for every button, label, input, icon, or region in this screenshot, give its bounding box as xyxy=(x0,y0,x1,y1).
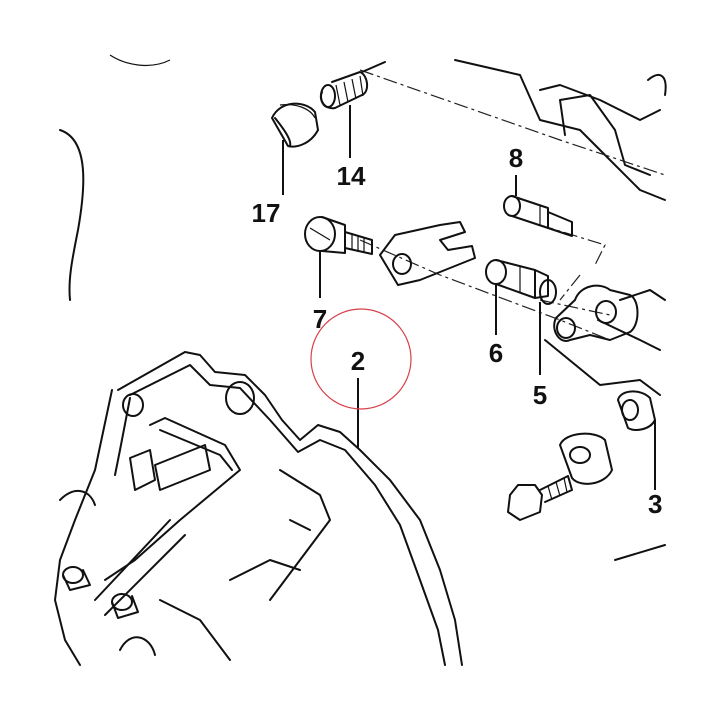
fork-lever xyxy=(379,221,476,286)
spacer-sleeve xyxy=(559,432,613,485)
callout-14[interactable]: 14 xyxy=(337,161,366,191)
part-3-bushing xyxy=(617,390,656,431)
part-2-gasket-cover xyxy=(54,351,463,666)
part-17-cap xyxy=(271,102,319,148)
housing-outline xyxy=(59,54,171,301)
part-8-pin xyxy=(503,195,573,237)
part-5-oring xyxy=(539,279,557,305)
callout-6[interactable]: 6 xyxy=(489,338,503,368)
callout-3[interactable]: 3 xyxy=(648,489,662,519)
callout-7[interactable]: 7 xyxy=(313,304,327,334)
callout-labels: 17 14 8 7 6 5 2 3 xyxy=(252,143,663,519)
leader-lines xyxy=(282,105,656,490)
hex-bolt xyxy=(507,475,573,521)
callout-2[interactable]: 2 xyxy=(351,346,365,376)
mounting-bracket xyxy=(553,284,639,342)
callout-17[interactable]: 17 xyxy=(252,198,281,228)
part-7-screw xyxy=(304,216,373,255)
callout-8[interactable]: 8 xyxy=(509,143,523,173)
callout-5[interactable]: 5 xyxy=(533,380,547,410)
part-14-screw xyxy=(319,61,386,110)
callout-2-highlight-circle[interactable] xyxy=(310,308,412,410)
gearbox-housing xyxy=(454,59,667,561)
